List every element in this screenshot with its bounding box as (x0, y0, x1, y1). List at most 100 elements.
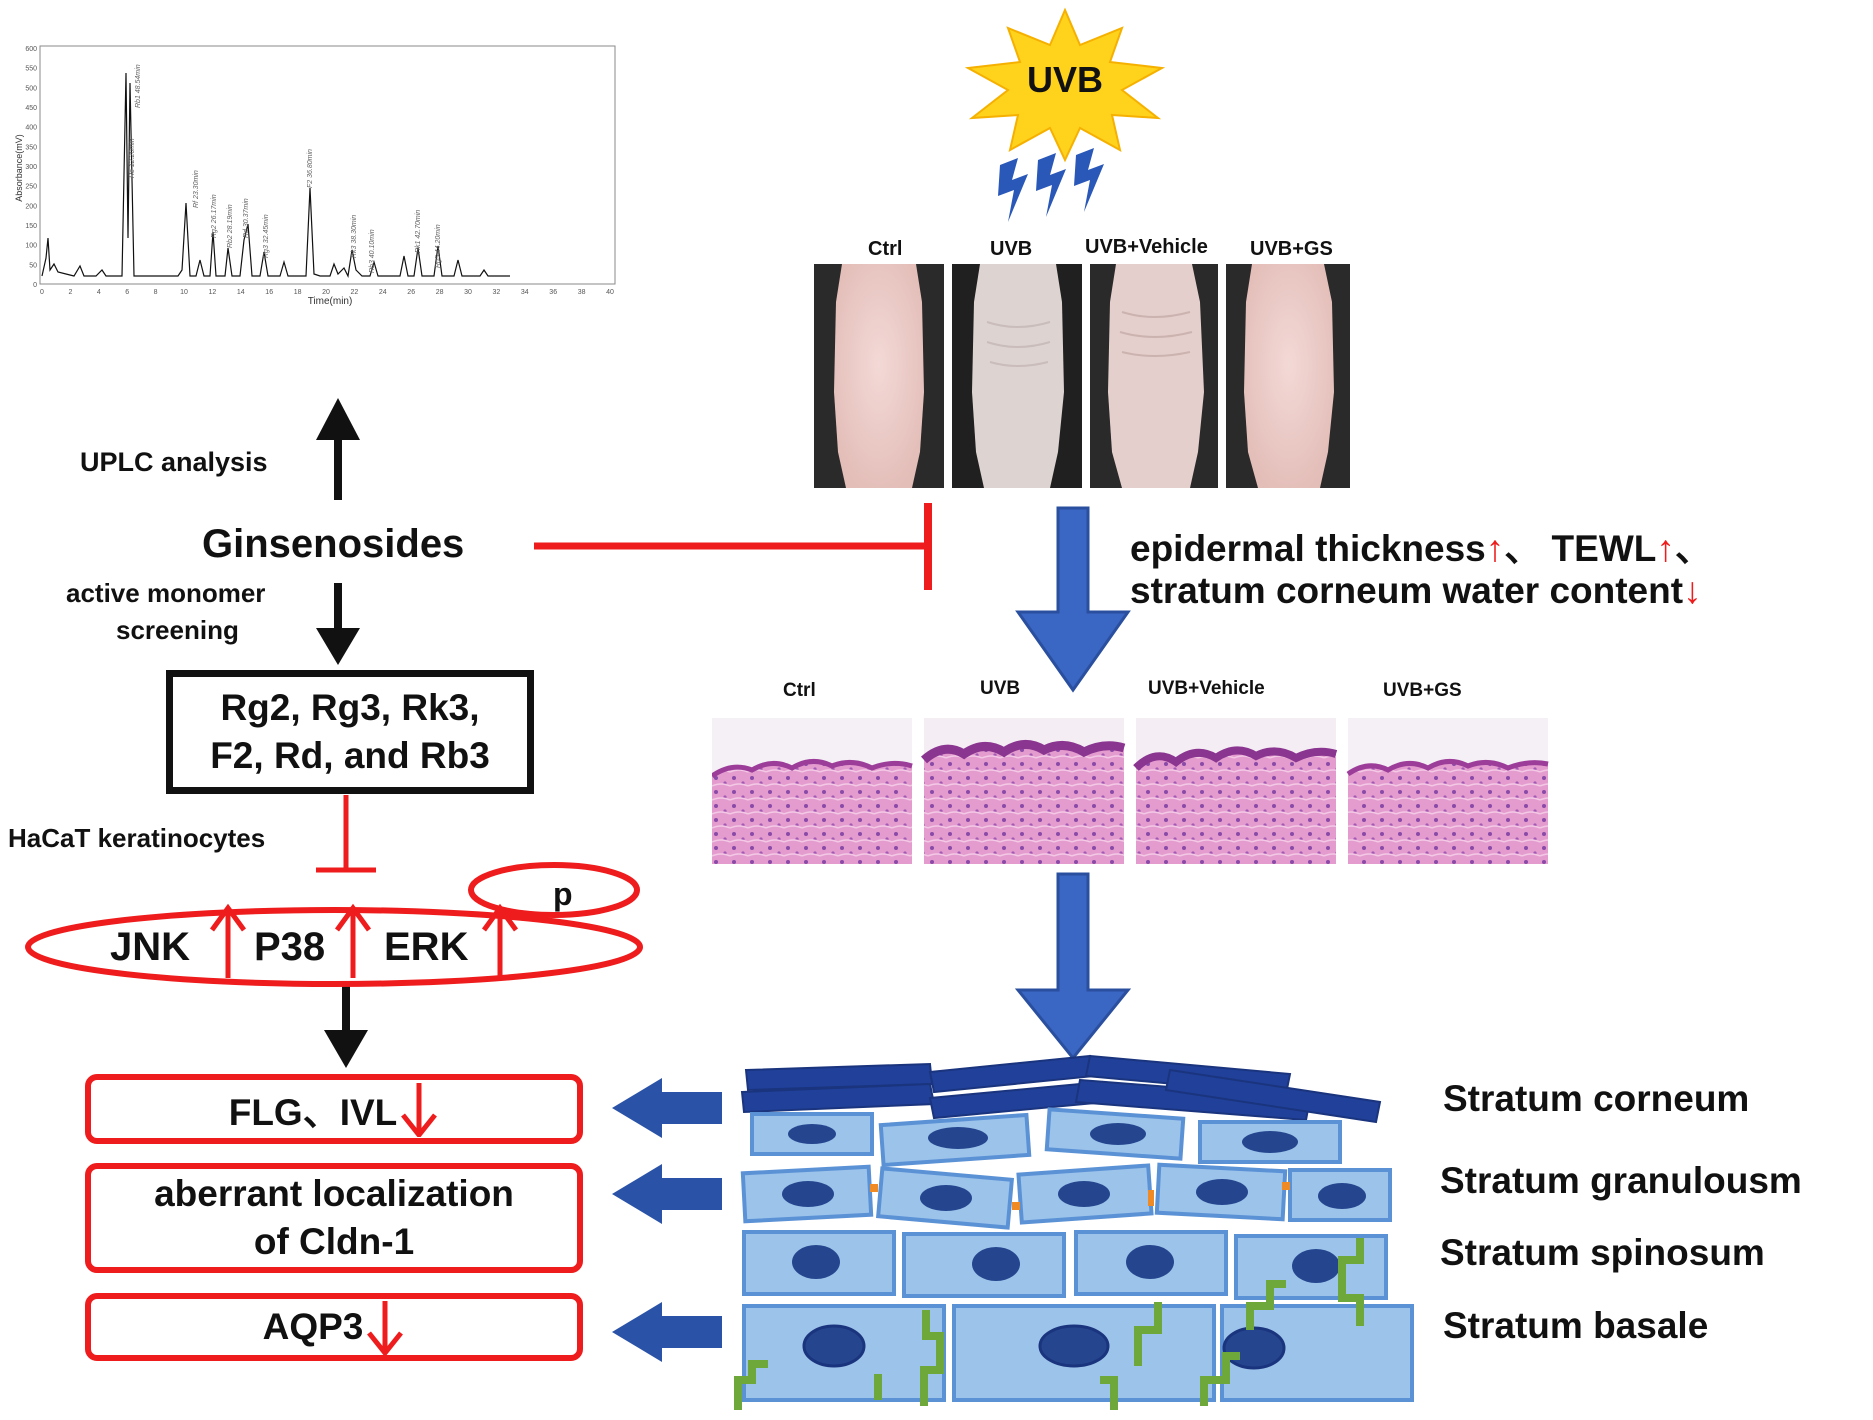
effect-tewl: 、 TEWL (1504, 528, 1657, 569)
uplc-y-tick-label: 550 (25, 66, 37, 73)
uplc-x-tick-label: 30 (464, 289, 472, 296)
svg-text:Rg2 26.17min: Rg2 26.17min (211, 194, 218, 238)
uplc-y-tick-label: 300 (25, 164, 37, 171)
histo-title-uvb: UVB (980, 678, 1021, 699)
svg-text:Rb3 40.10min: Rb3 40.10min (369, 229, 376, 273)
uplc-x-tick-label: 0 (40, 289, 44, 296)
uplc-y-tick-label: 250 (25, 184, 37, 191)
histo-title-uvb-gs: UVB+GS (1383, 680, 1462, 701)
uplc-x-axis-label: Time(min) (308, 296, 353, 307)
uplc-x-tick-label: 4 (97, 289, 101, 296)
screening-label-line1: active monomer (66, 578, 266, 608)
mouse-photo-uvb (952, 264, 1082, 488)
svg-text:Rd 30.37min: Rd 30.37min (243, 198, 250, 238)
layer-label-spinosum: Stratum spinosum (1440, 1232, 1765, 1273)
histo-uvb-vehicle (1133, 718, 1338, 864)
up-arrow-icon: ↑ (1485, 528, 1505, 569)
ginsenosides-label: Ginsenosides (202, 522, 465, 566)
uplc-x-tick-label: 18 (294, 289, 302, 296)
uplc-x-tick-label: 20 (322, 289, 330, 296)
mouse-photo-uvb-vehicle (1090, 264, 1218, 488)
histology-images (712, 718, 1549, 864)
uplc-x-tick-label: 10 (180, 289, 188, 296)
effect-line1: epidermal thickness↑、 TEWL↑、 (1130, 518, 1712, 572)
down-arrow-icon (367, 1301, 404, 1355)
uplc-y-tick-label: 450 (25, 105, 37, 112)
photo-title-ctrl: Ctrl (868, 238, 903, 260)
cldn1-line2: of Cldn-1 (253, 1221, 415, 1262)
stratum-spinosum-cells (742, 1230, 1388, 1300)
uplc-peak-labels: Rb1 48.54min Re 12.20min Rf 23.30min Rg2… (129, 64, 442, 273)
stratum-corneum-shapes (740, 1054, 1382, 1124)
effect-epidermal-thickness: epidermal thickness (1130, 528, 1486, 569)
uplc-x-tick-label: 26 (407, 289, 415, 296)
mouse-photo-ctrl (814, 264, 944, 488)
uplc-x-tick-label: 14 (237, 289, 245, 296)
tight-junction-strands (734, 1238, 1364, 1410)
uplc-trace (41, 72, 510, 278)
histo-ctrl (712, 718, 913, 864)
uplc-x-tick-label: 32 (493, 289, 501, 296)
uplc-x-tick-label: 40 (606, 289, 614, 296)
uplc-x-tick-label: 22 (351, 289, 359, 296)
hacat-label: HaCaT keratinocytes (8, 823, 266, 853)
aqp3-text: AQP3 (262, 1306, 364, 1347)
uplc-x-tick-label: 12 (209, 289, 217, 296)
svg-text:F2 36.80min: F2 36.80min (307, 149, 314, 188)
svg-text:Rk3 38.30min: Rk3 38.30min (351, 215, 358, 258)
uplc-x-tick-label: 8 (154, 289, 158, 296)
epidermis-diagram (734, 1054, 1414, 1410)
cldn1-line1: aberrant localization (154, 1173, 514, 1214)
uplc-y-tick-label: 500 (25, 85, 37, 92)
stratum-basale-cells (742, 1304, 1414, 1402)
up-arrow-icon: ↑ (1656, 528, 1675, 569)
mapk-pathway (25, 862, 643, 987)
mapk-erk: ERK (384, 925, 469, 969)
photo-title-uvb: UVB (990, 238, 1033, 260)
svg-text:Rb2 28.19min: Rb2 28.19min (227, 204, 234, 248)
effect-separator: 、 (1674, 528, 1712, 569)
lightning-icon (998, 148, 1104, 222)
down-arrow-icon (401, 1083, 438, 1137)
mapk-p38: P38 (254, 925, 326, 969)
uplc-x-tick-label: 34 (521, 289, 529, 296)
svg-text:Rf 23.30min: Rf 23.30min (193, 170, 200, 208)
photo-title-uvb-gs: UVB+GS (1250, 238, 1333, 260)
uplc-x-tick-label: 6 (125, 289, 129, 296)
histo-uvb-gs (1346, 718, 1549, 864)
effect-line2: stratum corneum water content↓ (1130, 570, 1702, 612)
uplc-analysis-label: UPLC analysis (80, 447, 268, 477)
histo-title-ctrl: Ctrl (783, 680, 816, 701)
uplc-x-tick-label: 24 (379, 289, 387, 296)
stratum-granulosum-cells (740, 1107, 1392, 1230)
monomer-line2: F2, Rd, and Rb3 (210, 735, 490, 776)
cldn1-box: aberrant localization of Cldn-1 (85, 1163, 583, 1273)
uplc-x-tick-label: 38 (578, 289, 586, 296)
uplc-x-tick-label: 36 (549, 289, 557, 296)
uplc-x-tick-label: 2 (68, 289, 72, 296)
uplc-y-tick-label: 400 (25, 125, 37, 132)
uvb-label: UVB (1027, 59, 1103, 100)
layer-label-corneum: Stratum corneum (1443, 1078, 1750, 1119)
flg-ivl-text: FLG、IVL (228, 1092, 398, 1133)
uvb-sun: UVB (964, 7, 1166, 222)
uplc-y-tick-label: 100 (25, 243, 37, 250)
uplc-x-tick-label: 16 (265, 289, 273, 296)
down-arrow-icon: ↓ (1683, 570, 1702, 611)
uplc-y-axis-label: Absorbance(mV) (14, 134, 24, 202)
sun-burst-icon (964, 7, 1166, 163)
svg-text:Re 12.20min: Re 12.20min (129, 138, 136, 178)
layer-label-basale: Stratum basale (1443, 1305, 1709, 1346)
screening-label-line2: screening (116, 615, 239, 645)
mouse-photos (814, 264, 1350, 488)
mapk-jnk: JNK (110, 925, 191, 969)
mouse-photo-uvb-gs (1226, 264, 1350, 488)
aqp3-box: AQP3 (85, 1293, 583, 1361)
uplc-y-tick-label: 200 (25, 203, 37, 210)
uplc-y-tick-label: 150 (25, 223, 37, 230)
